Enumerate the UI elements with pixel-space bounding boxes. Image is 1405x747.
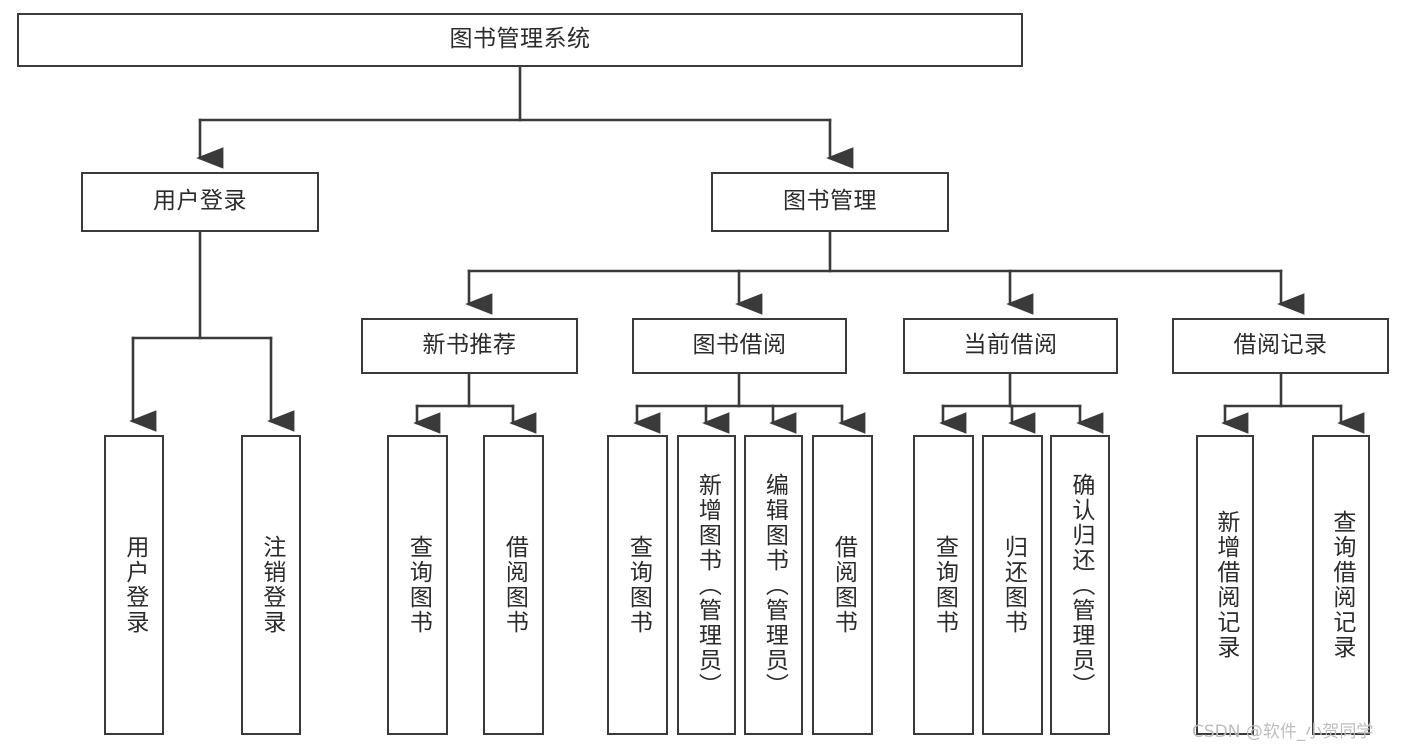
node-current-borrow-label: 当前借阅 — [963, 332, 1058, 359]
node-leaf-user-logout[interactable]: 注销登录 — [241, 435, 301, 735]
node-book-borrow[interactable]: 图书借阅 — [632, 318, 847, 374]
node-borrow-record[interactable]: 借阅记录 — [1172, 318, 1389, 374]
node-leaf-user-logout-label: 注销登录 — [258, 535, 285, 635]
node-leaf-current-query-book[interactable]: 查询图书 — [913, 435, 974, 735]
node-leaf-rec-query-book[interactable]: 查询图书 — [387, 435, 448, 735]
node-leaf-borrow-query-book-label: 查询图书 — [625, 535, 652, 635]
node-leaf-borrow-add-book-label: 新增图书（管理员） — [694, 472, 721, 698]
node-leaf-borrow-query-book[interactable]: 查询图书 — [607, 435, 668, 735]
node-leaf-current-confirm-return[interactable]: 确认归还（管理员） — [1050, 435, 1110, 735]
node-user-login[interactable]: 用户登录 — [81, 172, 319, 232]
node-leaf-record-add[interactable]: 新增借阅记录 — [1196, 435, 1254, 735]
node-root-label: 图书管理系统 — [449, 26, 591, 53]
node-root[interactable]: 图书管理系统 — [17, 13, 1023, 67]
node-leaf-user-login[interactable]: 用户登录 — [104, 435, 164, 735]
node-new-book-recommend-label: 新书推荐 — [422, 332, 517, 359]
node-leaf-rec-query-book-label: 查询图书 — [405, 535, 432, 635]
node-current-borrow[interactable]: 当前借阅 — [903, 318, 1118, 374]
node-leaf-borrow-add-book[interactable]: 新增图书（管理员） — [677, 435, 736, 735]
node-leaf-rec-borrow-book-label: 借阅图书 — [501, 535, 528, 635]
node-book-borrow-label: 图书借阅 — [692, 332, 787, 359]
node-leaf-current-return-book[interactable]: 归还图书 — [982, 435, 1043, 735]
node-leaf-record-add-label: 新增借阅记录 — [1212, 510, 1239, 660]
node-leaf-rec-borrow-book[interactable]: 借阅图书 — [483, 435, 544, 735]
node-leaf-borrow-edit-book[interactable]: 编辑图书（管理员） — [744, 435, 803, 735]
node-book-manage[interactable]: 图书管理 — [711, 172, 949, 232]
node-leaf-user-login-label: 用户登录 — [121, 535, 148, 635]
node-leaf-borrow-lend-book-label: 借阅图书 — [830, 535, 857, 635]
node-user-login-label: 用户登录 — [153, 188, 247, 215]
node-borrow-record-label: 借阅记录 — [1233, 332, 1328, 359]
node-leaf-current-query-book-label: 查询图书 — [931, 535, 958, 635]
csdn-watermark: CSDN @软件_小贺同学 — [1192, 722, 1374, 742]
node-leaf-current-confirm-return-label: 确认归还（管理员） — [1067, 472, 1094, 698]
node-leaf-borrow-edit-book-label: 编辑图书（管理员） — [761, 472, 788, 698]
node-leaf-borrow-lend-book[interactable]: 借阅图书 — [812, 435, 873, 735]
node-leaf-current-return-book-label: 归还图书 — [1000, 535, 1027, 635]
node-book-manage-label: 图书管理 — [783, 188, 877, 215]
node-new-book-recommend[interactable]: 新书推荐 — [361, 318, 578, 374]
node-leaf-record-query-label: 查询借阅记录 — [1328, 510, 1355, 660]
node-leaf-record-query[interactable]: 查询借阅记录 — [1312, 435, 1370, 735]
